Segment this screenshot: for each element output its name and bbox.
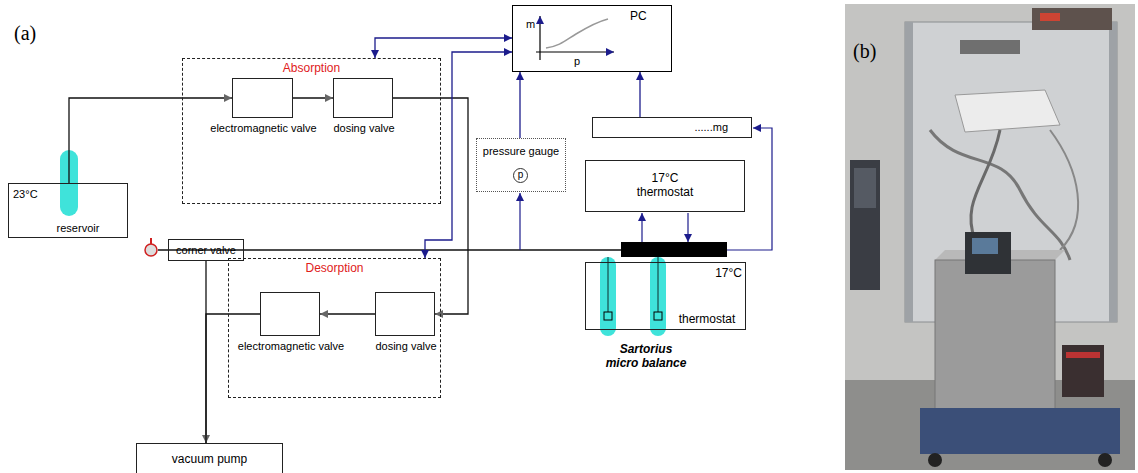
sample-holder: [604, 312, 612, 320]
balance-display: ......mg: [592, 117, 752, 138]
gas-line: [293, 97, 333, 98]
box-text: dosing valve: [354, 340, 458, 353]
circulation-arrow: [687, 213, 688, 242]
sample-tube: [600, 257, 616, 336]
balance-head: [621, 242, 727, 257]
hang-wire: [608, 257, 609, 312]
box-text: electromagnetic valve: [201, 122, 326, 135]
box-text: PC: [630, 10, 660, 24]
box-text: 17°C thermostat: [630, 172, 700, 200]
circulation-arrow: [641, 213, 642, 242]
signal-line: [727, 128, 772, 250]
signal-line: [519, 193, 520, 250]
absorption-group: Absorptionelectromagnetic valvedosing va…: [182, 58, 441, 204]
valve-handle: [150, 238, 152, 244]
plot-axis: [539, 16, 540, 60]
plot-curve: [546, 19, 608, 48]
box-text: electromagnetic valve: [229, 340, 353, 353]
gas-line: [393, 98, 468, 314]
signal-line: [519, 72, 520, 138]
box-text: m: [526, 18, 538, 31]
vacuum-pump-box: vacuum pump: [136, 443, 283, 473]
signal-line: [639, 72, 640, 117]
box-text: thermostat: [672, 313, 742, 327]
thermostat-box: 17°C thermostat: [585, 262, 746, 330]
hang-wire: [658, 257, 659, 312]
sample-tube: [650, 257, 666, 336]
sample-holder: [654, 312, 662, 320]
pc-box: m p PC: [512, 5, 672, 72]
valve-handle: [145, 244, 157, 256]
valve-box: electromagnetic valve: [232, 78, 293, 118]
group-heading: Absorption: [183, 62, 440, 76]
group-heading: Desorption: [229, 262, 440, 276]
panel-label: (a): [14, 22, 54, 45]
box-text: dosing valve: [312, 122, 416, 135]
valve-box: dosing valve: [333, 78, 393, 118]
reservoir-box: 23°C reservoir: [8, 183, 128, 238]
box-text: corner valve: [176, 244, 236, 257]
box-text: 23°C: [13, 188, 61, 201]
valve-box: electromagnetic valve: [260, 292, 320, 336]
plot-axis: [536, 51, 614, 52]
gauge-symbol: p: [513, 168, 528, 183]
gas-line: [69, 98, 232, 183]
box-text: pressure gauge: [477, 145, 565, 158]
gas-line: [205, 261, 206, 443]
desorption-group: Desorption electromagnetic valve dosing va…: [228, 258, 441, 398]
box-text: 17°C: [698, 267, 742, 281]
box-text: reservoir: [31, 222, 125, 235]
lab-photo: [845, 4, 1135, 470]
panel-label: (b): [853, 40, 893, 63]
pressure-gauge-box: pressure gauge p: [476, 138, 566, 192]
signal-line: [375, 38, 512, 58]
instrument-label: Sartorius micro balance: [602, 342, 690, 370]
valve-box: dosing valve: [375, 292, 435, 336]
box-text: ......mg: [633, 121, 728, 134]
thermostat-box: 17°C thermostat: [585, 160, 745, 212]
box-text: vacuum pump: [172, 453, 247, 467]
gas-line: [320, 313, 375, 314]
box-text: p: [574, 55, 586, 68]
gas-line: [206, 314, 260, 443]
